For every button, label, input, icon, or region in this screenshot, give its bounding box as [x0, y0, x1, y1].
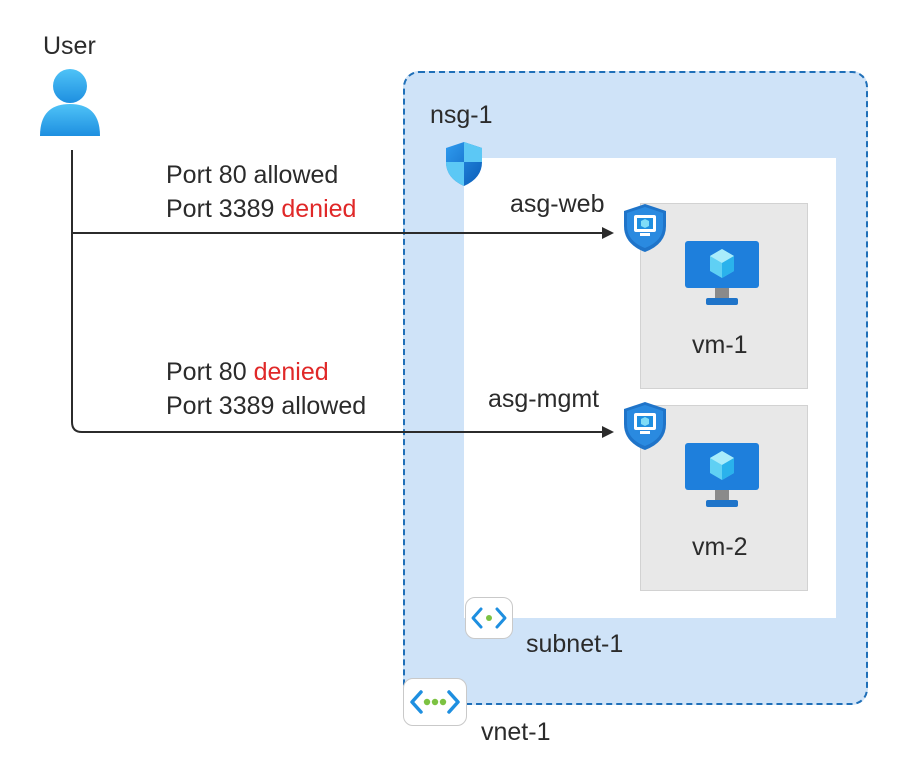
denied-status: denied [281, 195, 357, 223]
vnet-label: vnet-1 [481, 718, 551, 746]
asg-web-label: asg-web [510, 190, 605, 218]
user-label: User [43, 32, 96, 60]
vm-1-label: vm-1 [692, 331, 748, 359]
asg-web-shield-icon[interactable] [622, 202, 668, 254]
vnet-icon[interactable] [403, 678, 467, 726]
asg-mgmt-label: asg-mgmt [488, 385, 600, 413]
user-trunk-line [71, 150, 614, 438]
vm-1-monitor-icon [685, 241, 759, 305]
nsg-label: nsg-1 [430, 101, 493, 129]
arrow2-line1: Port 80 denied [166, 358, 329, 386]
nsg-shield-icon[interactable] [444, 140, 484, 188]
arrow2-line2: Port 3389 allowed [166, 392, 367, 420]
subnet-label: subnet-1 [526, 630, 624, 658]
vm-2-monitor-icon [685, 443, 759, 507]
arrow1-line2: Port 3389 denied [166, 195, 357, 223]
denied-status: denied [253, 358, 329, 386]
vm-2-label: vm-2 [692, 533, 748, 561]
asg-mgmt-shield-icon[interactable] [622, 400, 668, 452]
arrow1-line1: Port 80 allowed [166, 161, 339, 189]
user-icon[interactable] [38, 66, 102, 138]
subnet-icon[interactable] [465, 597, 513, 639]
